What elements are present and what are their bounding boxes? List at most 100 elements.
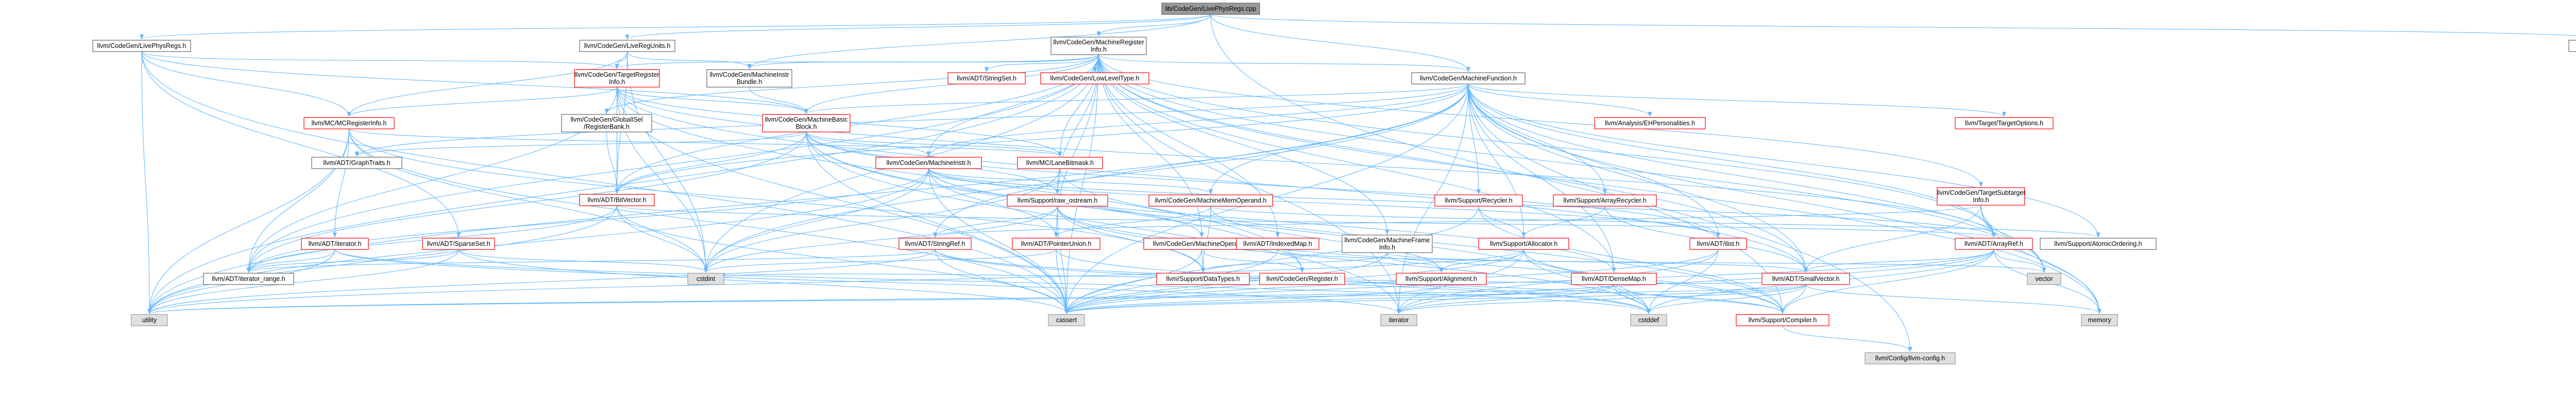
- node-targetoptions[interactable]: llvm/Target/TargetOptions.h: [1955, 117, 2054, 129]
- node-register[interactable]: llvm/CodeGen/Register.h: [1259, 273, 1345, 285]
- node-label-mf: llvm/CodeGen/MachineFunction.h: [1420, 75, 1517, 82]
- node-config: llvm/Config/llvm-config.h: [1865, 352, 1956, 364]
- edge-recycler-to-cassert: [1064, 206, 1479, 314]
- edge-mbb-to-iteratorstd: [806, 131, 1401, 314]
- edge-mri-to-lanebitmask: [1058, 54, 1099, 157]
- edge-tri-to-arrayref: [616, 87, 1996, 238]
- node-box-utility: [131, 314, 168, 326]
- node-stringset[interactable]: llvm/ADT/StringSet.h: [947, 72, 1026, 85]
- node-box-debug: [2568, 40, 2576, 52]
- node-arrayref[interactable]: llvm/ADT/ArrayRef.h: [1955, 238, 2033, 250]
- node-iterator[interactable]: llvm/ADT/iterator.h: [301, 238, 369, 250]
- node-iteratorrange[interactable]: llvm/ADT/iterator_range.h: [203, 273, 294, 285]
- node-mmo[interactable]: llvm/CodeGen/MachineMemOperand.h: [1148, 194, 1273, 207]
- node-box-tri: [574, 69, 660, 88]
- edge-iterator-to-iteratorrange: [246, 249, 335, 273]
- node-label-bitvector: llvm/ADT/BitVector.h: [588, 196, 647, 204]
- edge-bitvector-to-cassert: [616, 205, 1069, 314]
- node-compiler[interactable]: llvm/Support/Compiler.h: [1736, 314, 1829, 326]
- node-label-mfi: Info.h: [1379, 244, 1395, 251]
- node-label-sparseset: llvm/ADT/SparseSet.h: [427, 240, 490, 247]
- node-root[interactable]: lib/CodeGen/LivePhysRegs.cpp: [1161, 3, 1260, 15]
- edge-mf-to-recycler: [1468, 84, 1481, 194]
- node-alignment[interactable]: llvm/Support/Alignment.h: [1396, 273, 1487, 285]
- edge-mf-to-mbb: [804, 84, 1469, 114]
- node-rawostream[interactable]: llvm/Support/raw_ostream.h: [1007, 194, 1108, 207]
- node-graphtraits[interactable]: llvm/ADT/GraphTraits.h: [311, 157, 402, 169]
- node-ilist[interactable]: llvm/ADT/ilist.h: [1689, 238, 1747, 250]
- node-globalisel[interactable]: llvm/CodeGen/GlobalISel/RegisterBank.h: [561, 114, 652, 132]
- node-box-cstdint: [687, 273, 724, 285]
- node-box-ilist: [1689, 238, 1747, 250]
- node-livephysregs[interactable]: llvm/CodeGen/LivePhysRegs.h: [92, 40, 191, 52]
- edge-mf-to-arrayref: [1468, 84, 1996, 238]
- edge-pointerunion-to-cassert: [1056, 249, 1069, 314]
- edge-smallvector-to-cstddef: [1647, 284, 1806, 314]
- node-machineinstr[interactable]: llvm/CodeGen/MachineInstr.h: [875, 157, 982, 169]
- node-box-lowlevel: [1040, 72, 1149, 85]
- edge-arrayref-to-compiler: [1781, 249, 1994, 314]
- node-sparseset[interactable]: llvm/ADT/SparseSet.h: [422, 238, 495, 250]
- edge-mf-to-smallvector: [1468, 84, 1808, 273]
- node-pointerunion[interactable]: llvm/ADT/PointerUnion.h: [1012, 238, 1100, 250]
- node-label-mibundle: llvm/CodeGen/MachineInstr: [709, 71, 789, 78]
- node-box-config: [1865, 352, 1956, 364]
- edge-mri-to-mibundle: [747, 54, 1099, 69]
- node-smallvector[interactable]: llvm/ADT/SmallVector.h: [1761, 273, 1850, 285]
- node-mcreginfo[interactable]: llvm/MC/MCRegisterInfo.h: [303, 117, 395, 129]
- edge-mri-to-stringset: [985, 54, 1099, 72]
- node-box-mbb: [762, 114, 851, 132]
- edge-tri-to-mbb: [616, 87, 808, 114]
- node-box-stringref: [899, 238, 972, 250]
- node-bitvector[interactable]: llvm/ADT/BitVector.h: [579, 194, 655, 206]
- edge-tsi-to-smallvector: [1804, 205, 1981, 273]
- node-stringref[interactable]: llvm/ADT/StringRef.h: [899, 238, 972, 250]
- node-datatypes[interactable]: llvm/Support/DataTypes.h: [1156, 273, 1250, 285]
- node-lanebitmask[interactable]: llvm/MC/LaneBitmask.h: [1017, 157, 1103, 169]
- node-label-tsi: llvm/CodeGen/TargetSubtarget: [1937, 189, 2025, 196]
- node-machineoperand[interactable]: llvm/CodeGen/MachineOperand.h: [1143, 238, 1260, 250]
- node-mf[interactable]: llvm/CodeGen/MachineFunction.h: [1411, 72, 1526, 85]
- edge-stringref-to-utility: [147, 249, 936, 314]
- edge-alignment-to-cassert: [1064, 284, 1442, 314]
- edge-pointerunion-to-cstddef: [1056, 249, 1651, 314]
- node-densemap[interactable]: llvm/ADT/DenseMap.h: [1571, 273, 1657, 285]
- edge-arrayref-to-vector: [1993, 249, 2046, 273]
- node-label-mibundle: Bundle.h: [737, 78, 762, 86]
- node-box-globalisel: [561, 114, 652, 132]
- edge-smallvector-to-iteratorstd: [1397, 284, 1806, 314]
- node-ehpers[interactable]: llvm/Analysis/EHPersonalities.h: [1594, 117, 1706, 129]
- node-liveregunits[interactable]: llvm/CodeGen/LiveRegUnits.h: [579, 40, 675, 52]
- edge-mbb-to-iteratorrange: [246, 131, 807, 273]
- edge-tri-to-register: [616, 87, 1304, 273]
- node-lowlevel[interactable]: llvm/CodeGen/LowLevelType.h: [1040, 72, 1149, 85]
- node-box-mri: [1050, 37, 1147, 55]
- edge-arrayrecycler-to-allocator: [1521, 206, 1605, 238]
- node-box-allocator: [1478, 238, 1569, 250]
- node-memory: memory: [2081, 314, 2118, 326]
- node-box-stringset: [947, 72, 1026, 85]
- edge-machineinstr-to-densemap: [928, 168, 1616, 273]
- edge-machineoperand-to-cassert: [1064, 249, 1202, 314]
- node-indexedmap[interactable]: llvm/ADT/IndexedMap.h: [1236, 238, 1319, 250]
- edge-mri-to-bitvector: [615, 54, 1099, 194]
- node-debug[interactable]: llvm/Support/Debug.h: [2568, 40, 2576, 52]
- node-recycler[interactable]: llvm/Support/Recycler.h: [1434, 194, 1523, 207]
- node-cstdint: cstdint: [687, 273, 724, 285]
- edge-mbb-to-lanebitmask: [806, 131, 1062, 157]
- node-allocator[interactable]: llvm/Support/Allocator.h: [1478, 238, 1569, 250]
- node-arrayrecycler[interactable]: llvm/Support/ArrayRecycler.h: [1553, 194, 1657, 207]
- node-atomicordering[interactable]: llvm/Support/AtomicOrdering.h: [2040, 238, 2157, 250]
- node-label-iteratorstd: iterator: [1389, 317, 1409, 324]
- edges-layer: [140, 14, 2576, 352]
- node-label-lowlevel: llvm/CodeGen/LowLevelType.h: [1050, 75, 1139, 82]
- node-label-pointerunion: llvm/ADT/PointerUnion.h: [1021, 240, 1092, 247]
- edge-smallvector-to-compiler: [1781, 284, 1806, 314]
- node-label-atomicordering: llvm/Support/AtomicOrdering.h: [2054, 240, 2142, 247]
